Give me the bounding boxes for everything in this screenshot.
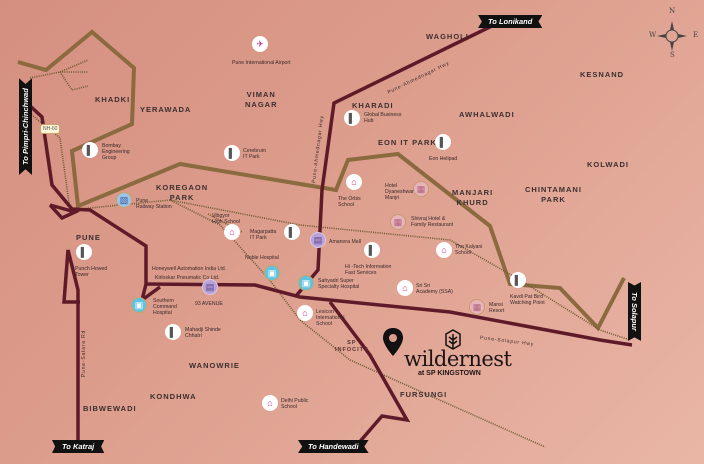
building-icon[interactable]: ▌ [82,142,98,158]
poi-label: Bombay Engineering Group [102,143,130,161]
area-label: KHADKI [95,95,131,104]
poi-label: Mahadji Shinde Chhatri [185,327,221,339]
area-label: KHARADI [352,101,394,110]
hotel-icon[interactable]: ▦ [413,181,429,197]
company-label: Kirloskar Pneumatic Co Ltd. [155,275,220,281]
area-label: FURSUNGI [400,390,448,399]
nh60-badge: NH-60 [40,124,61,134]
area-label: AWHALWADI [459,110,515,119]
highway-pimpri [26,102,162,305]
location-pin-icon [383,328,403,356]
poi-label: Amanora Mall [329,239,362,245]
area-label: BIBWEWADI [83,404,137,413]
poi-label: Southern Command Hospital [153,298,177,316]
area-label: KONDHWA [150,392,197,401]
destination-lonikand: To Lonikand [478,15,543,28]
poi-label: Magarpatta IT Park [250,229,277,241]
building-icon[interactable]: ▌ [224,145,240,161]
hospital-icon[interactable]: ▣ [131,297,147,313]
building-icon[interactable]: ▌ [76,244,92,260]
poi-label: Sahyadri Super Specialty Hospital [318,278,360,290]
poi-label: The Orbis School [338,196,361,208]
area-label: VIMAN NAGAR [245,90,278,109]
destination-solapur: To Solapur [628,282,641,341]
hospital-icon[interactable]: ▣ [298,275,314,291]
highway-satara [62,249,80,445]
compass-e: E [693,31,699,39]
hospital-icon[interactable]: ▣ [264,265,280,281]
poi-label: Punch Howed Tower [75,266,108,278]
railway-line [27,111,631,341]
mall-icon[interactable]: ▤ [202,279,218,295]
area-label: KOREGAON PARK [156,183,209,202]
compass-w: W [649,31,657,39]
wildernest-logo-icon [445,329,461,350]
mall-icon[interactable]: ▤ [310,232,326,248]
area-label: EON IT PARK [378,138,437,147]
railway-line [29,59,89,79]
area-label: CHINTAMANI PARK [525,185,582,204]
building-icon[interactable]: ▌ [165,324,181,340]
area-label: SP INFOCITY [335,340,369,353]
hotel-icon[interactable]: ▦ [469,299,485,315]
destination-handewadi: To Handewadi [298,440,369,453]
river [17,29,626,332]
building-icon[interactable]: ▌ [364,242,380,258]
area-label: KESNAND [580,70,625,79]
compass-rose: N S W E [649,5,700,60]
area-label: YERAWADA [140,105,192,114]
poi-label: Delhi Public School [281,398,309,410]
poi-label: Hi -Tech Information Fast Services [345,264,392,276]
road-label-satara: Pune-Satara Rd [81,329,87,377]
compass-icon [657,21,687,51]
poi-label: Eon Helipad [429,156,458,162]
area-label: PUNE [76,233,101,242]
area-label: MANJARI KHURD [452,188,494,207]
destination-katraj: To Katraj [52,440,105,453]
school-icon[interactable]: ⌂ [224,224,240,240]
poi-label: Noble Hospital [245,255,279,261]
building-icon[interactable]: ▌ [435,134,451,150]
building-icon[interactable]: ▌ [344,110,360,126]
poi-label: Sri Sri Academy (SSA) [416,283,453,295]
poi-label: Kavdi Pat Bird Watching Point [510,294,545,306]
poi-label: The Kalyani School [455,244,483,256]
poi-label: Mansi Resort [489,302,505,314]
school-icon[interactable]: ⌂ [346,174,362,190]
building-icon[interactable]: ▌ [284,224,300,240]
poi-label: Pune Railway Station [136,198,172,210]
area-label: KOLWADI [587,160,629,169]
poi-label: Hotel Dyaneshwar Manjri [385,183,414,201]
building-icon[interactable]: ▌ [510,272,526,288]
train-icon[interactable]: ▧ [116,192,132,208]
railway-line [59,71,89,91]
poi-label: Cerebrum IT Park [243,148,267,160]
highway-solapur [144,282,633,347]
poi-label: Shivraj Hotel & Family Restaurant [411,216,454,228]
hotel-icon[interactable]: ▦ [390,214,406,230]
poi-label: 93 AVENUE [195,301,223,307]
poi-label: Global Business Hub [364,112,402,124]
school-icon[interactable]: ⌂ [262,395,278,411]
school-icon[interactable]: ⌂ [297,305,313,321]
company-label: Honeywell Automation India Ltd. [152,266,227,272]
poi-label: Pune International Airport [232,60,291,66]
highway-pune-loop [48,203,81,221]
compass-n: N [669,7,676,15]
destination-pimpri: To Pimpri-Chinchwad [19,78,32,175]
poi-label: Lexicon International School [316,309,345,327]
area-label: WAGHOLI [426,32,469,41]
airplane-icon[interactable]: ✈ [252,36,268,52]
school-icon[interactable]: ⌂ [397,280,413,296]
project-name: wildernest [404,347,512,371]
project-subtitle: at SP KINGSTOWN [418,370,481,377]
school-icon[interactable]: ⌂ [436,242,452,258]
highway-handewadi [328,300,411,447]
compass-s: S [670,51,675,59]
poi-label: Vibgyor High School [212,213,240,225]
area-label: WANOWRIE [189,361,240,370]
